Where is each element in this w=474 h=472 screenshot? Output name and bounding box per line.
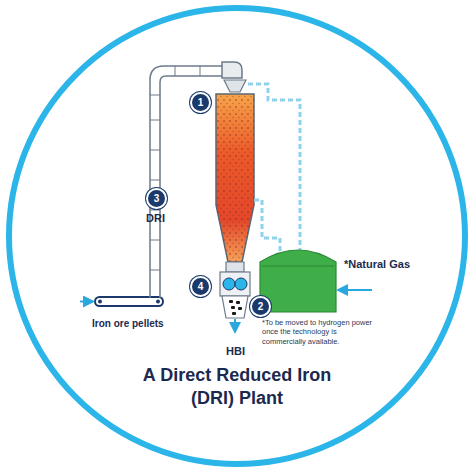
- gas-line: [248, 84, 300, 252]
- callout-number: 1: [190, 92, 211, 113]
- callout-number: 3: [146, 188, 167, 209]
- part-label: *Natural Gas: [344, 258, 410, 272]
- diagram-title: A Direct Reduced Iron (DRI) Plant: [132, 364, 342, 410]
- outer-ring: [9, 8, 465, 464]
- gas-reformer-tank: [260, 250, 336, 312]
- hbi-briquettes: [229, 300, 242, 315]
- callout-number: 4: [190, 276, 211, 297]
- conveyor-belt: [95, 297, 163, 306]
- shaft-furnace: [216, 94, 254, 262]
- callout-number: 2: [250, 296, 271, 317]
- part-label: Iron ore pellets: [92, 318, 164, 331]
- part-label: DRI: [146, 212, 165, 226]
- briquetting-press: [220, 272, 250, 296]
- footnote: *To be moved to hydrogen power once the …: [262, 318, 380, 346]
- part-label: HBI: [226, 345, 245, 359]
